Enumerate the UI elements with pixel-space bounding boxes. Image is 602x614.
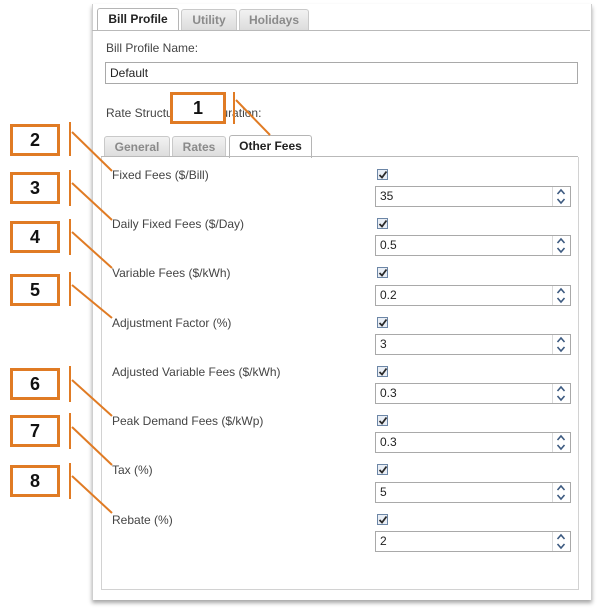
daily-fixed-fees-checkbox[interactable] bbox=[377, 218, 388, 229]
tax-value[interactable]: 5 bbox=[380, 485, 387, 499]
checkmark-icon bbox=[378, 170, 388, 179]
fees-frame bbox=[101, 157, 579, 590]
tax-checkbox[interactable] bbox=[377, 464, 388, 475]
adjusted-variable-fees-value[interactable]: 0.3 bbox=[380, 386, 397, 400]
spin-down-icon[interactable] bbox=[556, 394, 566, 402]
checkmark-icon bbox=[378, 318, 388, 327]
callout-6: 6 bbox=[10, 368, 60, 400]
adjustment-factor-input[interactable]: 3 bbox=[375, 334, 571, 355]
spin-up-icon[interactable] bbox=[556, 287, 566, 295]
checkmark-icon bbox=[378, 465, 388, 474]
daily-fixed-fees-label: Daily Fixed Fees ($/Day) bbox=[112, 217, 245, 231]
spin-up-icon[interactable] bbox=[556, 237, 566, 245]
adjusted-variable-fees-label: Adjusted Variable Fees ($/kWh) bbox=[112, 365, 281, 379]
tab-utility[interactable]: Utility bbox=[181, 9, 237, 30]
spin-down-icon[interactable] bbox=[556, 296, 566, 304]
adjusted-variable-fees-input[interactable]: 0.3 bbox=[375, 383, 571, 404]
peak-demand-fees-label: Peak Demand Fees ($/kWp) bbox=[112, 414, 264, 428]
adjustment-factor-label: Adjustment Factor (%) bbox=[112, 316, 232, 330]
rebate-label: Rebate (%) bbox=[112, 513, 173, 527]
callout-3: 3 bbox=[10, 172, 60, 204]
spin-up-icon[interactable] bbox=[556, 533, 566, 541]
sub-tab-divider bbox=[101, 156, 578, 157]
spinner-buttons bbox=[552, 236, 570, 255]
peak-demand-fees-value[interactable]: 0.3 bbox=[380, 435, 397, 449]
checkmark-icon bbox=[378, 268, 388, 277]
checkmark-icon bbox=[378, 367, 388, 376]
spin-down-icon[interactable] bbox=[556, 345, 566, 353]
tax-label: Tax (%) bbox=[112, 463, 153, 477]
checkmark-icon bbox=[378, 515, 388, 524]
rebate-input[interactable]: 2 bbox=[375, 531, 571, 552]
spinner-buttons bbox=[552, 384, 570, 403]
callout-4: 4 bbox=[10, 221, 60, 253]
spin-up-icon[interactable] bbox=[556, 484, 566, 492]
spin-up-icon[interactable] bbox=[556, 385, 566, 393]
spin-down-icon[interactable] bbox=[556, 246, 566, 254]
variable-fees-input[interactable]: 0.2 bbox=[375, 285, 571, 306]
rebate-checkbox[interactable] bbox=[377, 514, 388, 525]
variable-fees-checkbox[interactable] bbox=[377, 267, 388, 278]
spinner-buttons bbox=[552, 187, 570, 206]
top-tab-divider bbox=[92, 30, 590, 31]
peak-demand-fees-input[interactable]: 0.3 bbox=[375, 432, 571, 453]
variable-fees-label: Variable Fees ($/kWh) bbox=[112, 266, 231, 280]
callout-1: 1 bbox=[170, 92, 226, 124]
checkmark-icon bbox=[378, 219, 388, 228]
fixed-fees-value[interactable]: 35 bbox=[380, 189, 394, 203]
rebate-value[interactable]: 2 bbox=[380, 534, 387, 548]
spin-down-icon[interactable] bbox=[556, 542, 566, 550]
tab-rates[interactable]: Rates bbox=[172, 136, 226, 157]
tab-other-fees[interactable]: Other Fees bbox=[229, 135, 312, 158]
daily-fixed-fees-input[interactable]: 0.5 bbox=[375, 235, 571, 256]
adjustment-factor-checkbox[interactable] bbox=[377, 317, 388, 328]
callout-5: 5 bbox=[10, 274, 60, 306]
spinner-buttons bbox=[552, 483, 570, 502]
spin-down-icon[interactable] bbox=[556, 493, 566, 501]
tax-input[interactable]: 5 bbox=[375, 482, 571, 503]
spin-down-icon[interactable] bbox=[556, 443, 566, 451]
callout-8: 8 bbox=[10, 465, 60, 497]
spin-up-icon[interactable] bbox=[556, 336, 566, 344]
spinner-buttons bbox=[552, 335, 570, 354]
spin-up-icon[interactable] bbox=[556, 434, 566, 442]
spinner-buttons bbox=[552, 286, 570, 305]
bill-profile-name-label: Bill Profile Name: bbox=[106, 41, 199, 55]
spin-up-icon[interactable] bbox=[556, 188, 566, 196]
spinner-buttons bbox=[552, 433, 570, 452]
fixed-fees-input[interactable]: 35 bbox=[375, 186, 571, 207]
checkmark-icon bbox=[378, 416, 388, 425]
tab-general[interactable]: General bbox=[104, 136, 170, 157]
spinner-buttons bbox=[552, 532, 570, 551]
daily-fixed-fees-value[interactable]: 0.5 bbox=[380, 238, 397, 252]
fixed-fees-checkbox[interactable] bbox=[377, 169, 388, 180]
spin-down-icon[interactable] bbox=[556, 197, 566, 205]
fixed-fees-label: Fixed Fees ($/Bill) bbox=[112, 168, 209, 182]
tab-holidays[interactable]: Holidays bbox=[239, 9, 309, 30]
adjusted-variable-fees-checkbox[interactable] bbox=[377, 366, 388, 377]
peak-demand-fees-checkbox[interactable] bbox=[377, 415, 388, 426]
callout-2: 2 bbox=[10, 124, 60, 156]
bill-profile-name-input[interactable]: Default bbox=[105, 62, 578, 84]
tab-bill-profile[interactable]: Bill Profile bbox=[97, 8, 179, 31]
variable-fees-value[interactable]: 0.2 bbox=[380, 288, 397, 302]
callout-7: 7 bbox=[10, 415, 60, 447]
adjustment-factor-value[interactable]: 3 bbox=[380, 337, 387, 351]
